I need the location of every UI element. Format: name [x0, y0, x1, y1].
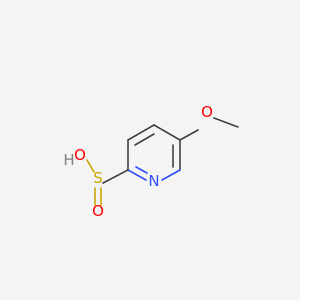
bond-s-oh: [86, 159, 95, 173]
molecule-diagram: O N S O H O: [63, 103, 239, 220]
bond-n-c2: [127, 169, 147, 181]
sulfinyl-oxygen-label: O: [92, 202, 104, 220]
bond-inner-c3-c4: [134, 133, 155, 146]
hydroxyl-oxygen-label: O: [74, 146, 86, 164]
ether-oxygen-label: O: [201, 103, 213, 121]
bond-c3-c4: [127, 124, 155, 141]
hydroxyl-hydrogen-label: H: [63, 151, 74, 169]
ring-nitrogen-label: N: [148, 172, 159, 190]
bond-c4-c5: [153, 124, 181, 141]
bond-c2-s: [102, 169, 129, 184]
sulfur-label: S: [93, 169, 103, 187]
bond-o-ch3: [213, 117, 239, 128]
structure-canvas: O N S O H O: [0, 0, 300, 300]
bond-inner-n-c2: [135, 166, 148, 174]
bond-c6-n: [161, 169, 181, 181]
bond-c5-o: [179, 129, 199, 141]
